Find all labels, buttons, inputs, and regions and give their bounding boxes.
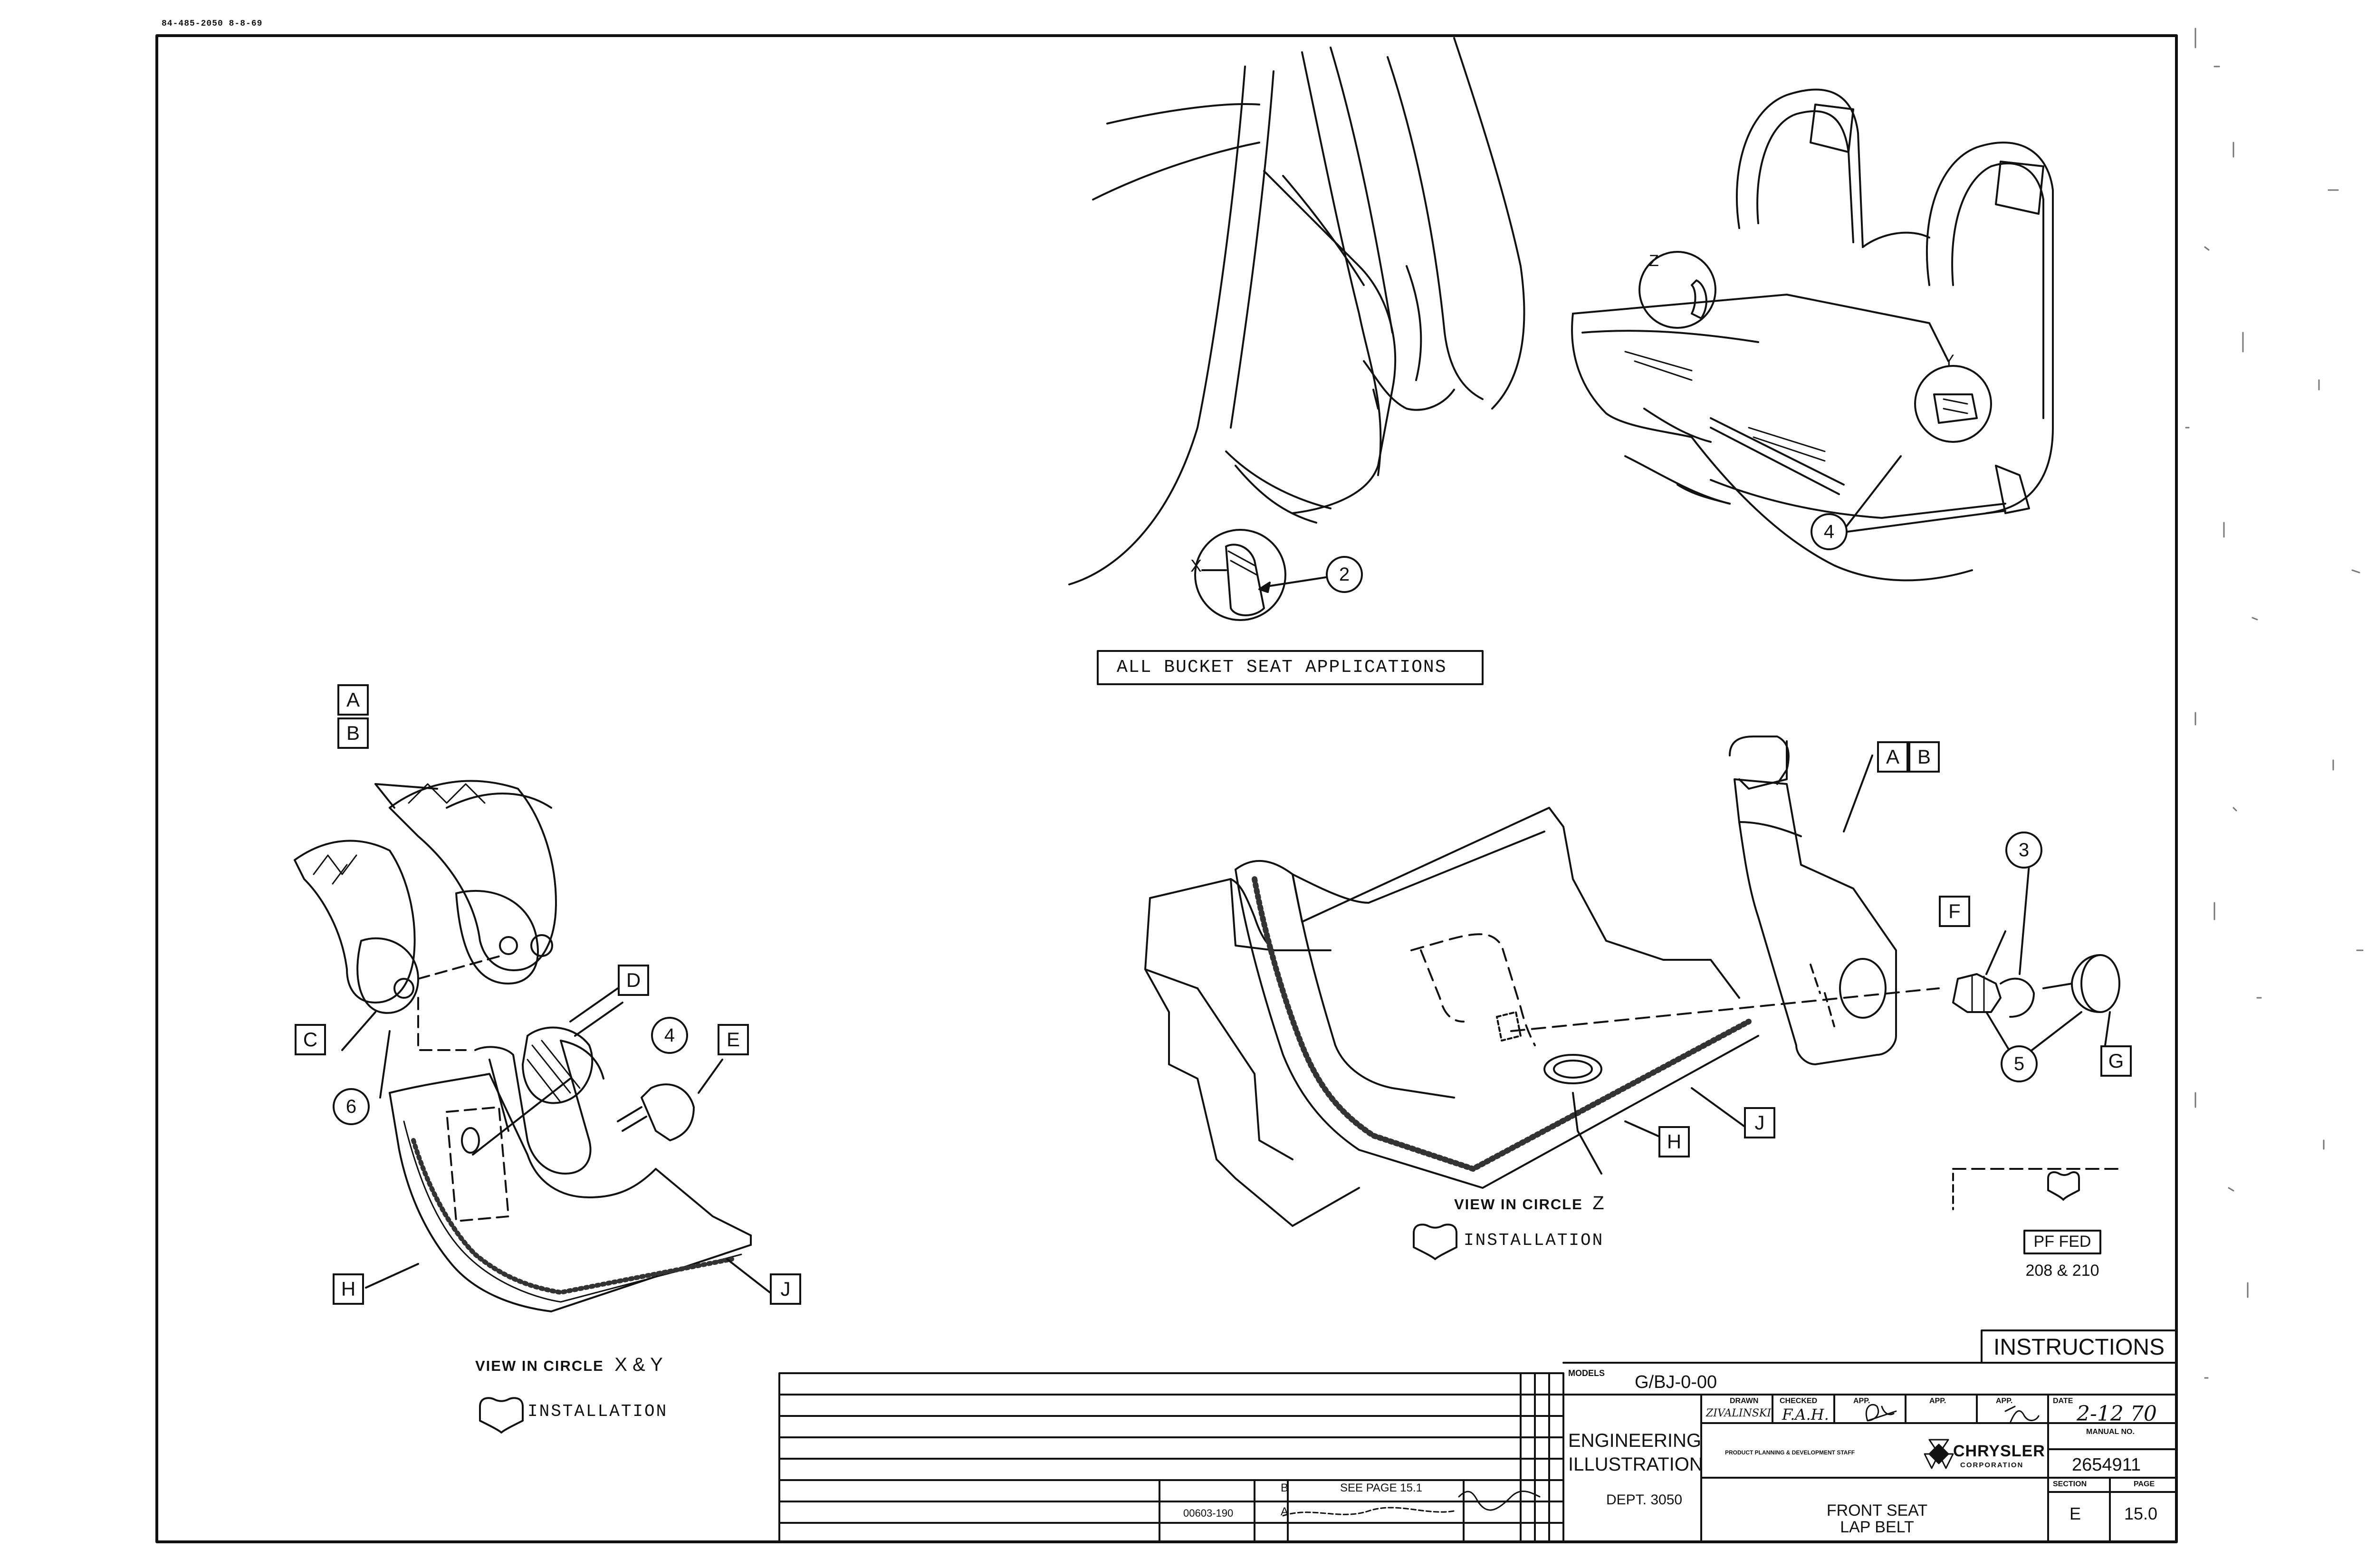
callout-3: 3 bbox=[2005, 832, 2042, 869]
callout-h-left: H bbox=[333, 1273, 364, 1305]
staff-label: PRODUCT PLANNING & DEVELOPMENT STAFF bbox=[1725, 1449, 1855, 1456]
view-xy-art bbox=[294, 780, 771, 1312]
view-z-letters: Z bbox=[1592, 1193, 1604, 1214]
company-name: CHRYSLER bbox=[1953, 1442, 2045, 1460]
pf-fed-box bbox=[2023, 1230, 2101, 1254]
engineering-line1: ENGINEERING bbox=[1568, 1430, 1702, 1451]
callout-y-label: Y bbox=[1944, 352, 1954, 370]
circle-z-outline bbox=[1638, 251, 1716, 329]
page-value: 15.0 bbox=[2124, 1504, 2158, 1523]
scan-noise bbox=[2185, 28, 2364, 1379]
drawing-border bbox=[155, 34, 2178, 1543]
callout-6: 6 bbox=[333, 1088, 370, 1125]
callout-g: G bbox=[2100, 1045, 2132, 1077]
checked-value: F.A.H. bbox=[1782, 1405, 1829, 1424]
callout-a-right: A bbox=[1877, 741, 1908, 773]
company-sub: CORPORATION bbox=[1960, 1461, 2024, 1469]
app-label-1: APP. bbox=[1853, 1397, 1870, 1405]
callout-2: 2 bbox=[1326, 556, 1363, 593]
view-z-caption: VIEW IN CIRCLE Z bbox=[1454, 1193, 1604, 1214]
manual-value: 2654911 bbox=[2072, 1455, 2141, 1475]
bucket-seat-door-art bbox=[1068, 37, 1525, 621]
view-z-art bbox=[1144, 736, 2120, 1227]
pf-fed-models: 208 & 210 bbox=[2025, 1262, 2099, 1280]
engineering-line2: ILLUSTRATION bbox=[1568, 1454, 1703, 1475]
dept-label: DEPT. 3050 bbox=[1606, 1492, 1683, 1508]
circle-y-outline bbox=[1914, 365, 1992, 443]
bucket-seat-caption: ALL BUCKET SEAT APPLICATIONS bbox=[1117, 657, 1447, 678]
instructions-label: INSTRUCTIONS bbox=[1993, 1335, 2165, 1360]
app-label-2: APP. bbox=[1929, 1397, 1946, 1405]
page-label: PAGE bbox=[2134, 1480, 2155, 1488]
chrysler-pentastar-logo bbox=[1924, 1439, 1954, 1469]
callout-x-label: X bbox=[1190, 556, 1202, 575]
view-xy-letters: X & Y bbox=[614, 1354, 663, 1375]
view-xy-installation: INSTALLATION bbox=[527, 1402, 668, 1421]
signature-strokes bbox=[1282, 1404, 2040, 1517]
pf-fed-label: PF FED bbox=[2033, 1233, 2091, 1251]
title-block-lines bbox=[778, 1329, 2177, 1543]
callout-5: 5 bbox=[2001, 1045, 2038, 1082]
rev-a-letter: A bbox=[1281, 1505, 1289, 1518]
callout-c: C bbox=[295, 1024, 326, 1055]
callout-e: E bbox=[718, 1024, 749, 1055]
view-z-installation: INSTALLATION bbox=[1464, 1231, 1604, 1250]
section-label: SECTION bbox=[2053, 1480, 2087, 1488]
callout-b-left: B bbox=[337, 717, 369, 749]
rev-a-number: 00603-190 bbox=[1183, 1507, 1234, 1519]
rev-b-letter: B bbox=[1281, 1482, 1289, 1494]
drawn-value: ZIVALINSKI bbox=[1706, 1407, 1772, 1419]
rev-b-note: SEE PAGE 15.1 bbox=[1340, 1482, 1422, 1494]
callout-b-right: B bbox=[1908, 741, 1940, 773]
shield-icons bbox=[479, 1171, 2080, 1434]
bench-seat-art bbox=[1571, 88, 2054, 582]
app-label-3: APP. bbox=[1996, 1397, 2013, 1405]
models-value: G/BJ-0-00 bbox=[1635, 1372, 1717, 1392]
checked-label: CHECKED bbox=[1780, 1397, 1818, 1405]
models-label: MODELS bbox=[1568, 1368, 1605, 1378]
callout-4-view: 4 bbox=[651, 1017, 688, 1054]
callout-f: F bbox=[1939, 896, 1970, 927]
circle-x-outline bbox=[1194, 529, 1286, 621]
section-value: E bbox=[2069, 1504, 2081, 1523]
drawn-label: DRAWN bbox=[1730, 1397, 1759, 1405]
header-code: 84-485-2050 8-8-69 bbox=[162, 19, 263, 29]
callout-h-right: H bbox=[1658, 1126, 1690, 1157]
callout-j-right: J bbox=[1744, 1107, 1775, 1138]
callout-a-left: A bbox=[337, 684, 369, 716]
date-label: DATE bbox=[2053, 1397, 2073, 1405]
date-value: 2-12 70 bbox=[2077, 1402, 2157, 1426]
view-z-title: VIEW IN CIRCLE bbox=[1454, 1196, 1583, 1213]
view-xy-caption: VIEW IN CIRCLE X & Y bbox=[475, 1354, 663, 1376]
callout-4-seat: 4 bbox=[1811, 513, 1848, 550]
part-name-line1: FRONT SEAT bbox=[1826, 1501, 1928, 1520]
part-name-line2: LAP BELT bbox=[1840, 1518, 1914, 1536]
manual-label: MANUAL NO. bbox=[2086, 1428, 2135, 1436]
bucket-caption-box bbox=[1097, 650, 1484, 685]
callout-j-left: J bbox=[770, 1273, 801, 1305]
callout-d: D bbox=[618, 965, 649, 996]
view-xy-title: VIEW IN CIRCLE bbox=[475, 1358, 604, 1374]
callout-z-label: Z bbox=[1649, 252, 1659, 270]
